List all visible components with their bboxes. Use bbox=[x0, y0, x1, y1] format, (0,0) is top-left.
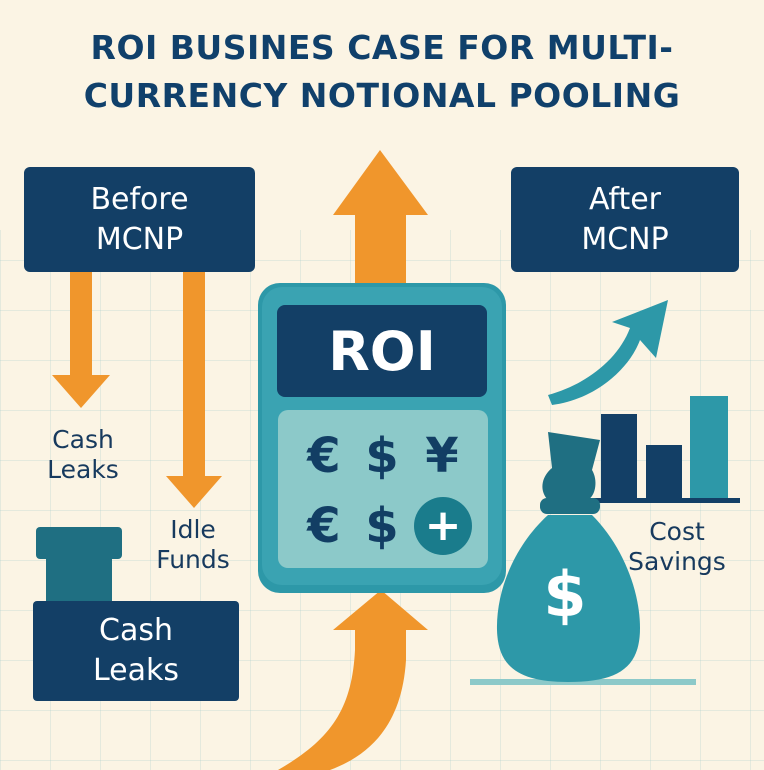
orange-arrow-down-middle bbox=[166, 272, 222, 508]
cost-savings-label: Cost Savings bbox=[628, 517, 726, 576]
cash-box-icon bbox=[36, 527, 122, 603]
dollar-symbol: $ bbox=[365, 428, 399, 484]
plus-icon: + bbox=[414, 497, 472, 555]
orange-arrow-up-bottom bbox=[278, 590, 428, 770]
after-mcnp-box: After MCNP bbox=[511, 167, 739, 272]
dollar-symbol-2: $ bbox=[365, 498, 399, 554]
money-bag-dollar: $ bbox=[543, 558, 587, 631]
before-mcnp-box: Before MCNP bbox=[24, 167, 255, 272]
teal-arrow-up-right bbox=[548, 300, 668, 405]
idle-funds-label: Idle Funds bbox=[156, 515, 230, 574]
euro-symbol: € bbox=[307, 428, 341, 484]
euro-symbol-2: € bbox=[307, 498, 341, 554]
after-mcnp-label: After MCNP bbox=[581, 181, 669, 257]
orange-arrow-down-left bbox=[52, 272, 110, 408]
orange-arrow-up-top bbox=[333, 150, 428, 290]
cost-savings-bar-chart bbox=[575, 396, 740, 503]
cash-leaks-label-top: Cash Leaks bbox=[47, 425, 119, 484]
before-mcnp-label: Before MCNP bbox=[90, 181, 189, 257]
roi-label: ROI bbox=[328, 319, 436, 383]
calculator-screen: ROI bbox=[277, 305, 487, 397]
money-bag-icon bbox=[470, 432, 696, 685]
cash-leaks-box: Cash Leaks bbox=[33, 601, 239, 701]
cash-leaks-box-label: Cash Leaks bbox=[92, 613, 180, 688]
yen-symbol: ¥ bbox=[425, 428, 459, 484]
page-title: ROI BUSINES CASE FOR MULTI- CURRENCY NOT… bbox=[83, 28, 681, 115]
